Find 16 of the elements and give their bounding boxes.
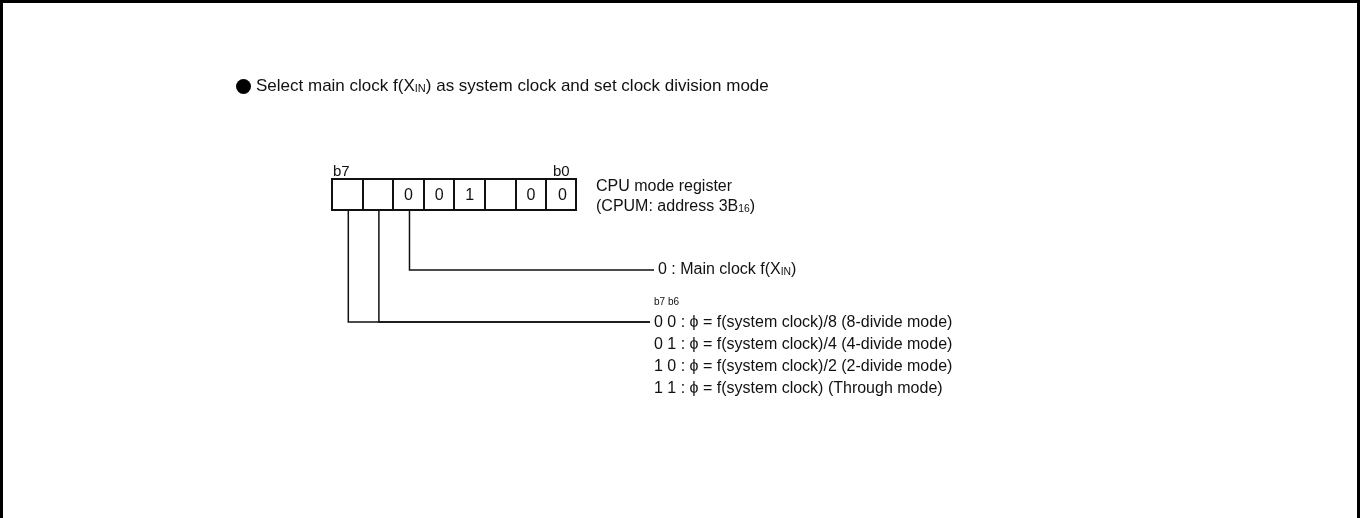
bit-cell: 0 [516,180,548,209]
register-box [331,178,577,211]
bit-cell: 0 [424,180,456,209]
register-name: CPU mode register (CPUM: address 3B$_{16}$) [596,176,757,217]
bit-cell: 0 [547,180,578,209]
setting-text: 0 1 : ϕ = f(system clock)/4 (4-divide mode) [654,334,953,354]
setting-text: 1 1 : ϕ = f(system clock) (Through mode) [654,378,944,398]
bit-header: b7 b6 [654,296,681,307]
setting-text: 1 0 : ϕ = f(system clock)/2 (2-divide mode) [654,356,953,376]
leader-line [408,208,655,271]
bit-label: b7 [333,161,350,181]
setting-text: 0 0 : ϕ = f(system clock)/8 (8-divide mode) [654,312,953,332]
bit-label: b0 [553,161,570,181]
setting-text: 0 : Main clock f(X$_{IN}$) [658,259,797,280]
bit-cell: 0 [394,180,425,209]
bit-cell: 1 [455,180,486,209]
